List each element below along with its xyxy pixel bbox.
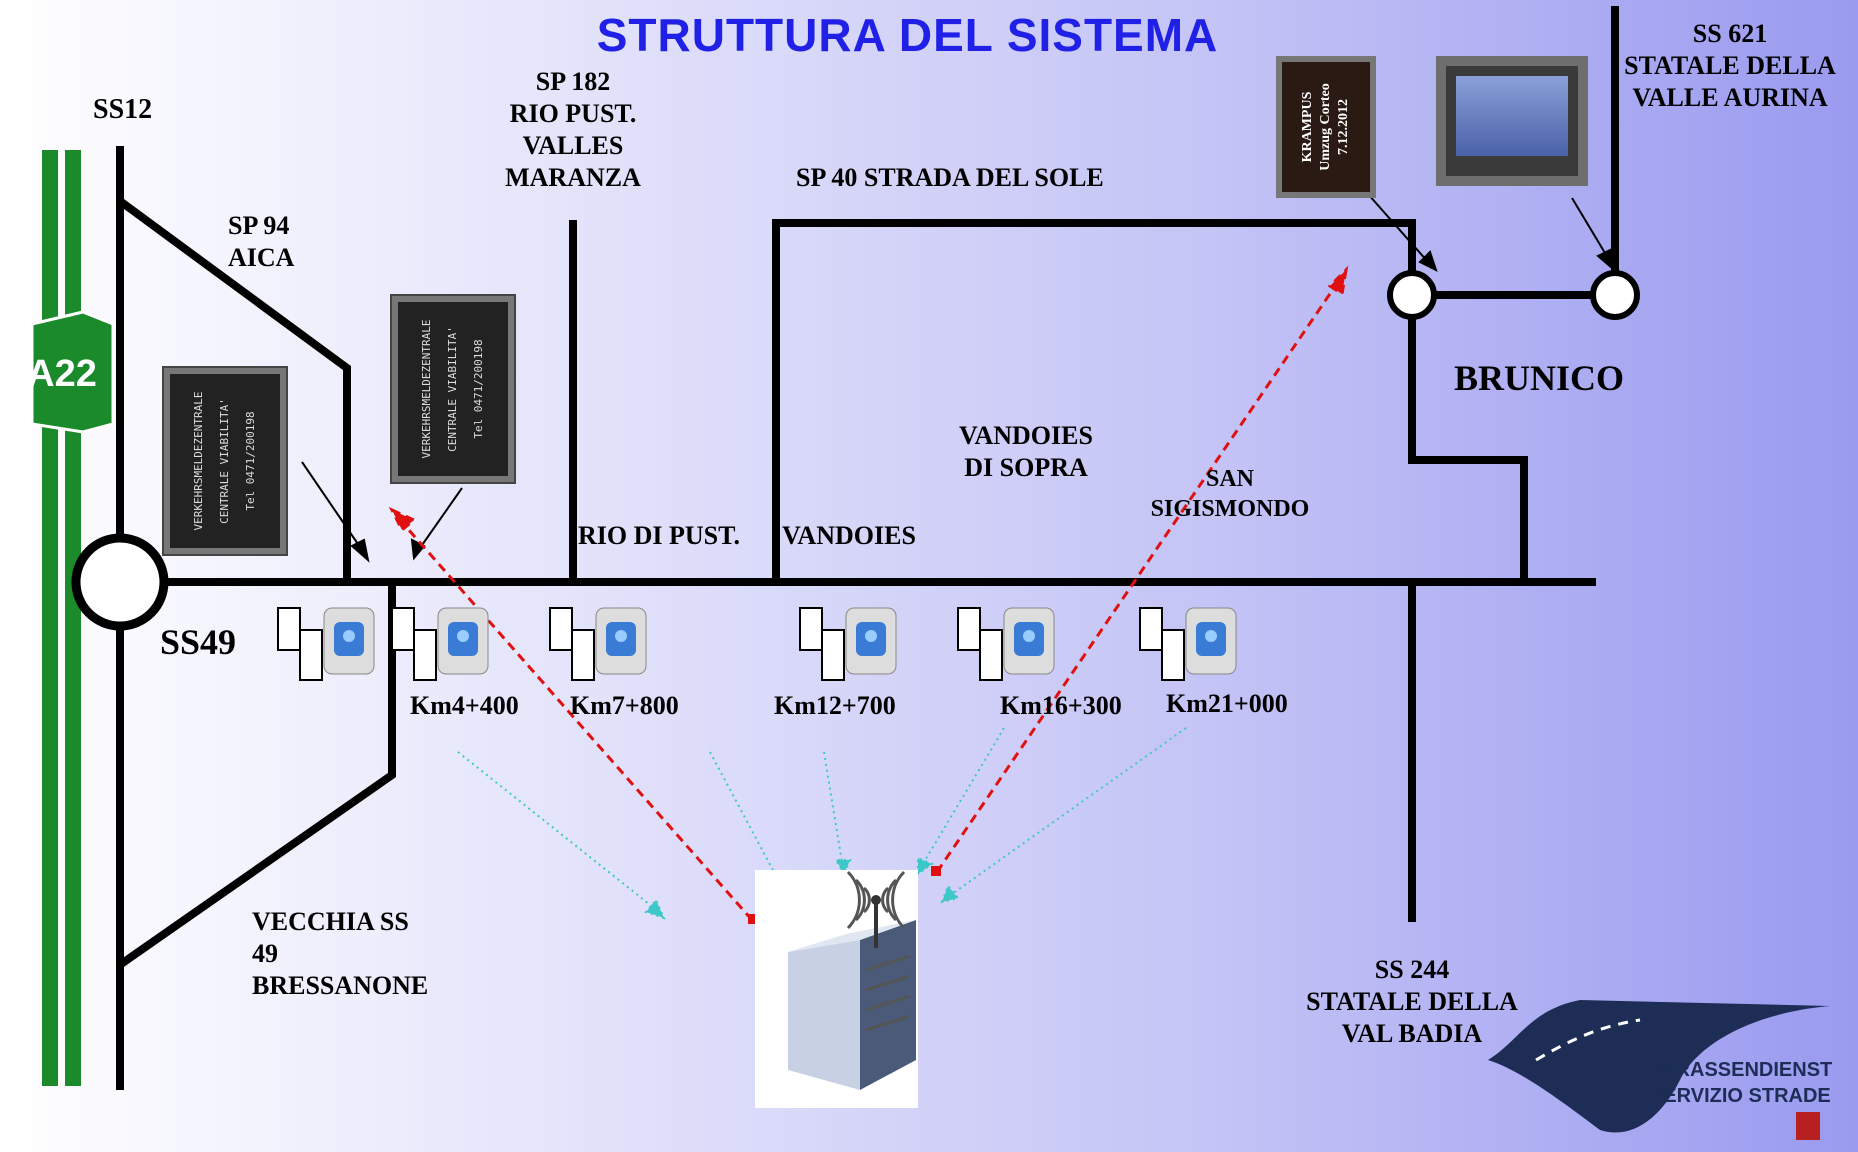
junction-brunico-west bbox=[1387, 270, 1437, 320]
label-sp94: SP 94 AICA bbox=[228, 211, 295, 272]
strassendienst-logo-mark bbox=[1488, 1000, 1830, 1140]
a22-motorway bbox=[42, 150, 81, 1086]
label-rio-di-pust: RIO DI PUST. bbox=[578, 521, 741, 550]
a22-shield: A22 bbox=[27, 310, 115, 434]
label-vandoies: VANDOIES bbox=[782, 521, 916, 550]
junction-brunico-east bbox=[1590, 270, 1640, 320]
counting-stations bbox=[277, 607, 1237, 681]
vms-sign-4 bbox=[1436, 56, 1588, 186]
station-label-km21: Km21+000 bbox=[1166, 689, 1288, 718]
label-brunico: BRUNICO bbox=[1454, 358, 1625, 398]
vms-sign-1-text: VERKEHRSMELDEZENTRALE CENTRALE VIABILITA… bbox=[192, 391, 257, 531]
station-icon bbox=[957, 607, 1055, 681]
sign-pointer-arrows bbox=[301, 193, 1614, 563]
station-label-km12: Km12+700 bbox=[774, 691, 896, 720]
vms-sign-1: VERKEHRSMELDEZENTRALE CENTRALE VIABILITA… bbox=[164, 368, 286, 554]
label-sp182: SP 182 RIO PUST. VALLES MARANZA bbox=[505, 67, 641, 192]
station-label-km16: Km16+300 bbox=[1000, 691, 1122, 720]
station-label-km7: Km7+800 bbox=[570, 691, 679, 720]
station-icon bbox=[549, 607, 647, 681]
road-sp94 bbox=[118, 198, 351, 586]
label-vecchia-ss49: VECCHIA SS 49 BRESSANONE bbox=[252, 907, 429, 1000]
server-icon bbox=[755, 870, 918, 1108]
vms-sign-2-text: VERKEHRSMELDEZENTRALE CENTRALE VIABILITA… bbox=[420, 319, 485, 459]
station-icon bbox=[391, 607, 489, 681]
antenna-waves-icon bbox=[846, 870, 906, 930]
station-label-km4: Km4+400 bbox=[410, 691, 519, 720]
label-san-sigismondo: SAN SIGISMONDO bbox=[1150, 466, 1310, 522]
road-sp40 bbox=[772, 219, 1528, 586]
logo-line-2: SERVIZIO STRADE bbox=[1650, 1085, 1831, 1107]
page-title: STRUTTURA DEL SISTEMA bbox=[596, 9, 1219, 61]
label-ss49: SS49 bbox=[160, 622, 237, 662]
a22-shield-label: A22 bbox=[27, 353, 97, 395]
label-sp40: SP 40 STRADA DEL SOLE bbox=[796, 163, 1104, 192]
station-icon bbox=[277, 607, 375, 681]
vms-sign-4-image bbox=[1456, 76, 1568, 156]
station-icon bbox=[1139, 607, 1237, 681]
station-icon bbox=[799, 607, 897, 681]
label-ss621: SS 621 STATALE DELLA VALLE AURINA bbox=[1624, 19, 1836, 112]
vms-sign-3: KRAMPUS Umzug Corteo 7.12.2012 bbox=[1276, 56, 1376, 198]
label-ss12: SS12 bbox=[93, 94, 153, 125]
label-vandoies-sopra: VANDOIES DI SOPRA bbox=[959, 421, 1093, 482]
vms-sign-3-text: KRAMPUS Umzug Corteo 7.12.2012 bbox=[1300, 83, 1351, 171]
junction-ss12-ss49 bbox=[71, 533, 169, 631]
vms-sign-2: VERKEHRSMELDEZENTRALE CENTRALE VIABILITA… bbox=[392, 296, 514, 482]
vms-control-links bbox=[388, 265, 1349, 924]
logo-line-1: STRASSENDIENST bbox=[1650, 1059, 1833, 1081]
label-ss244: SS 244 STATALE DELLA VAL BADIA bbox=[1306, 955, 1518, 1048]
